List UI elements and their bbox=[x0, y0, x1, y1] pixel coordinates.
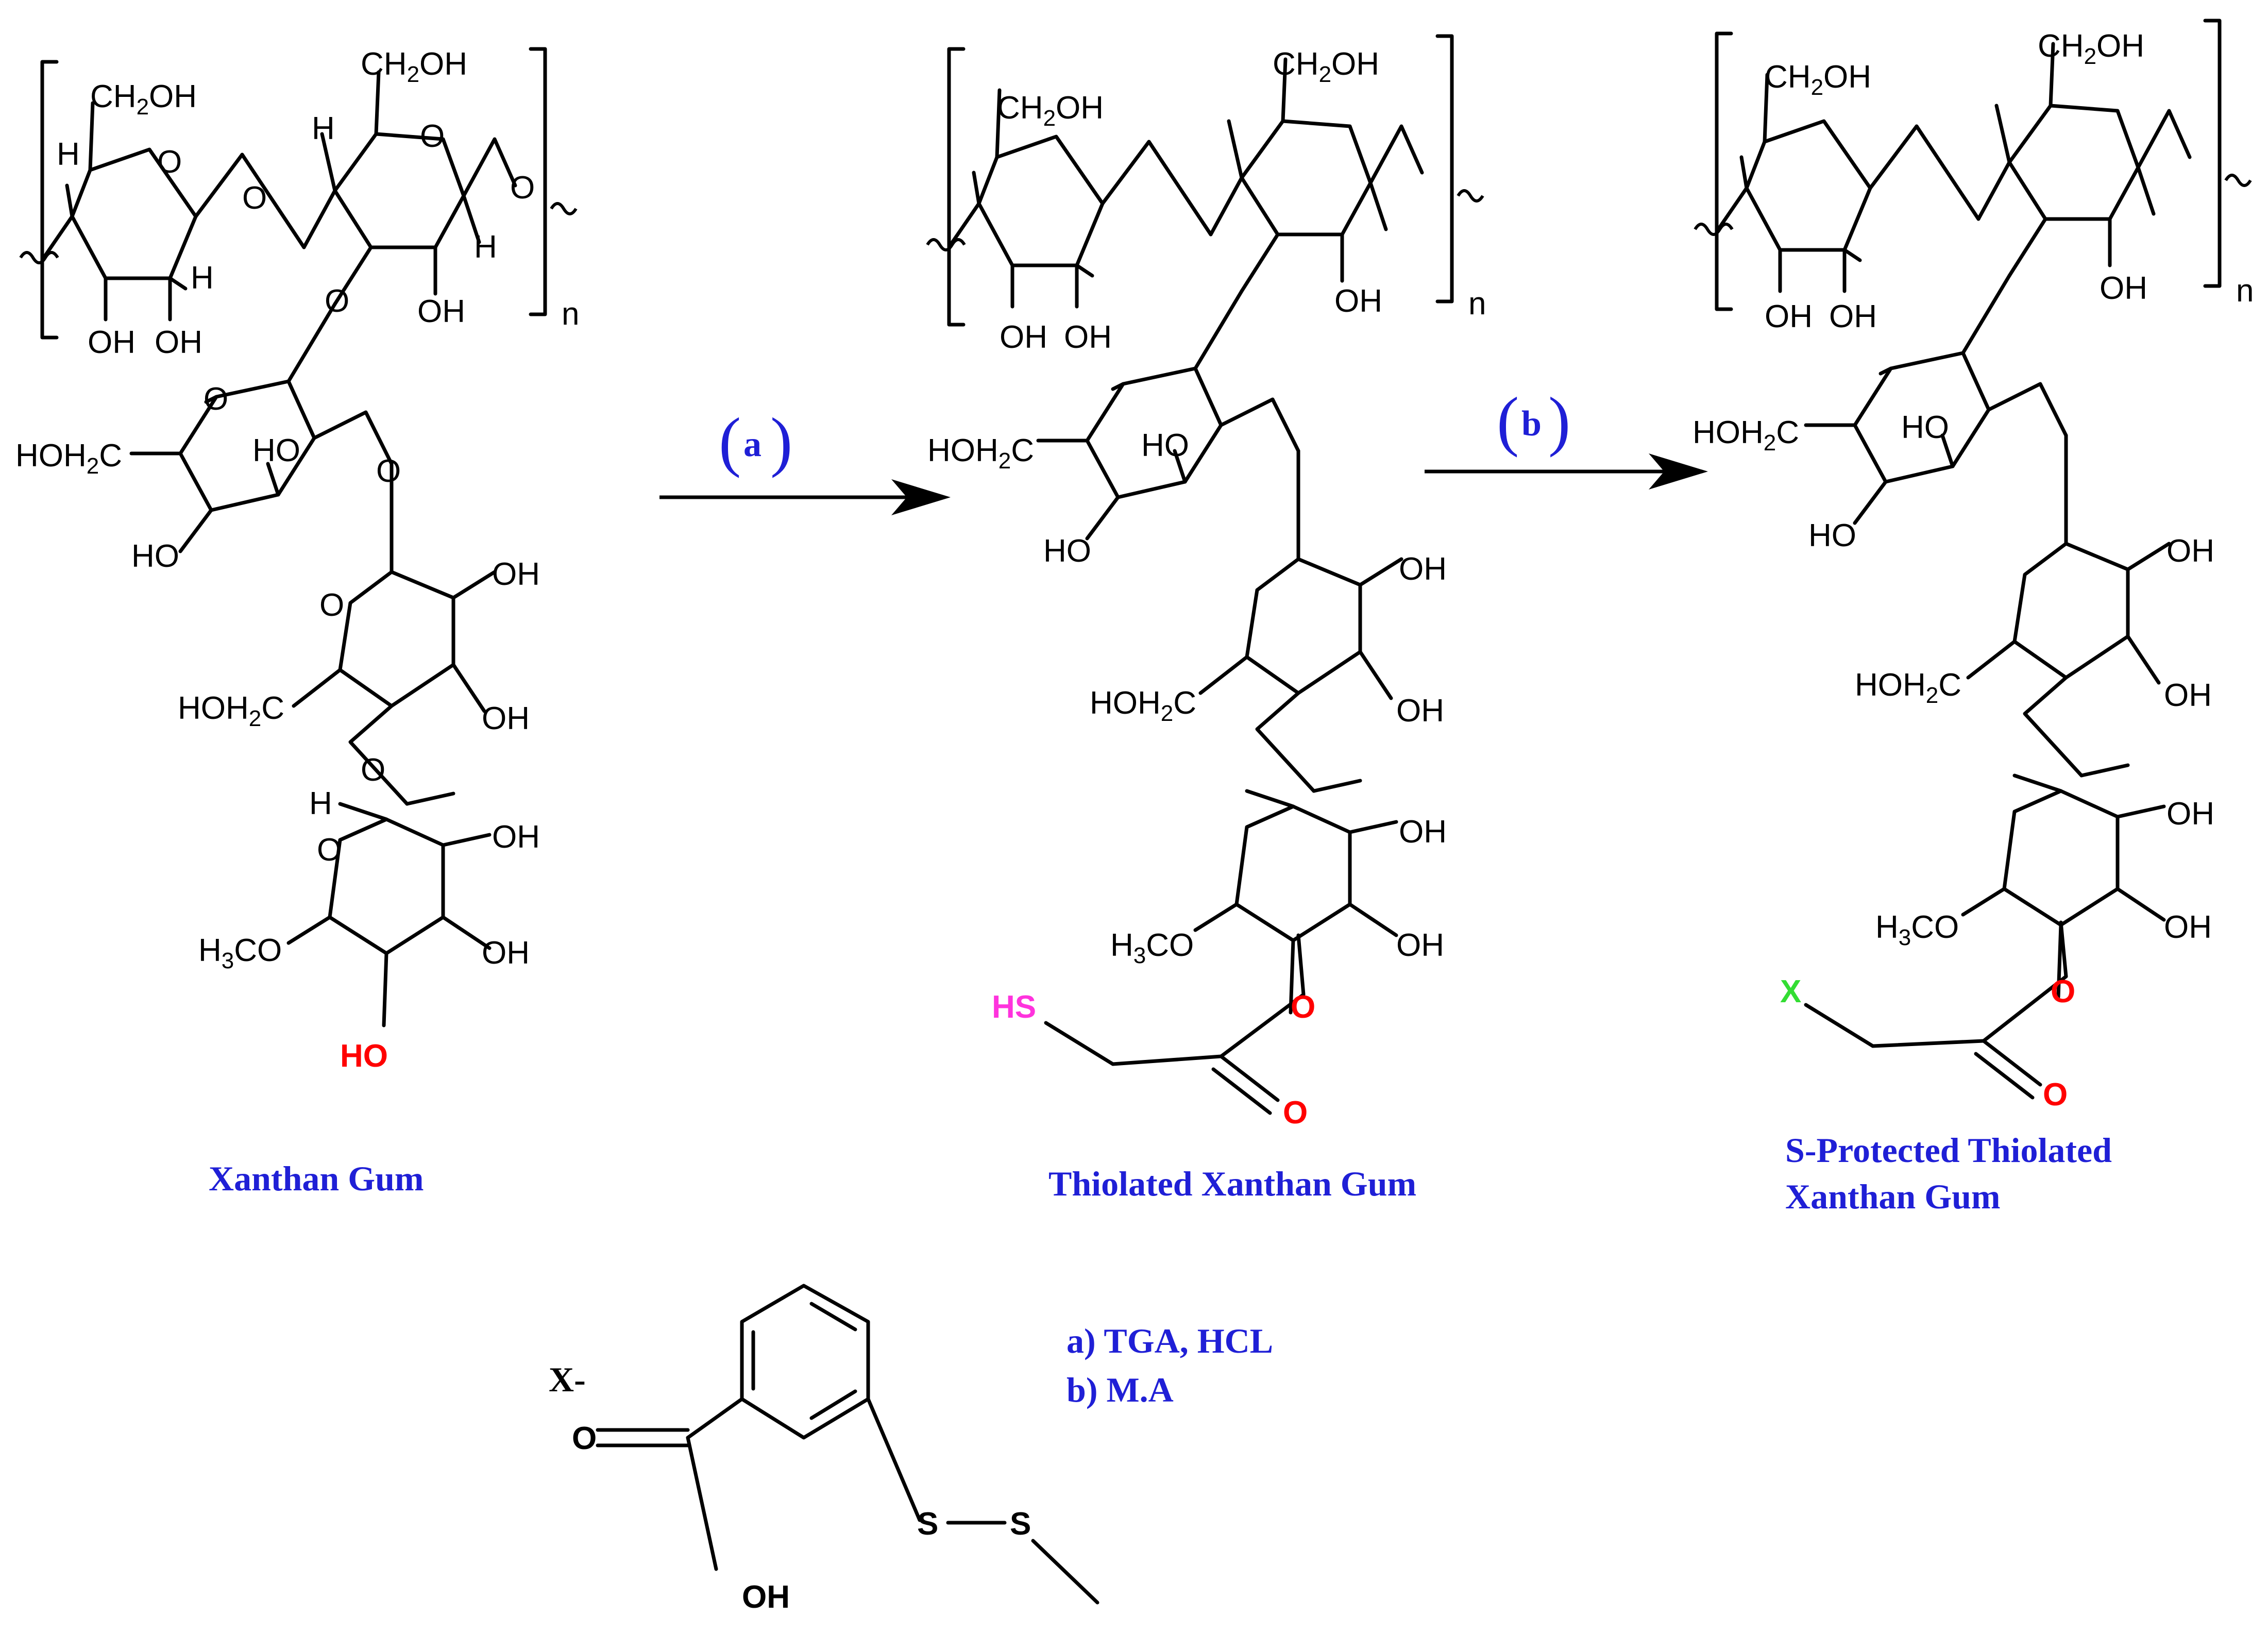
ring-oxygen-label: O bbox=[319, 587, 344, 623]
ch2oh-label: CH2OH bbox=[1273, 46, 1379, 87]
sulfur-2-label: S bbox=[1010, 1506, 1031, 1542]
hydroxyl-label: HO bbox=[1901, 410, 1949, 445]
arrow-b-label: b bbox=[1521, 404, 1542, 444]
linking-oxygen-label: O bbox=[376, 453, 401, 489]
hydroxyl-label: OH bbox=[492, 557, 540, 592]
x-definition-label: X- bbox=[549, 1360, 586, 1399]
hydroxyl-label: OH bbox=[1396, 928, 1444, 963]
hydroxyl-label: HO bbox=[131, 538, 179, 574]
hoh2c-label: HOH2C bbox=[15, 438, 122, 479]
linking-oxygen-label: O bbox=[325, 283, 349, 319]
carbonyl-oxygen-label: O bbox=[2043, 1077, 2068, 1113]
hydroxyl-label: OH bbox=[492, 819, 540, 855]
ch2oh-label: CH2OH bbox=[1765, 59, 1871, 100]
hydroxyl-label: OH bbox=[1399, 551, 1447, 587]
hydroxyl-label: OH bbox=[88, 325, 136, 360]
ring-oxygen-label: O bbox=[204, 381, 228, 417]
reactive-hydroxyl-label: HO bbox=[340, 1038, 388, 1074]
svg-text:(: ( bbox=[719, 405, 741, 479]
ch2oh-label: CH2OH bbox=[361, 46, 467, 87]
xanthan-gum-structure: CH2OH H O H OH OH O CH2OH H O H OH O n O… bbox=[15, 46, 579, 1198]
h-label: H bbox=[474, 229, 497, 265]
reaction-arrow-a: ( a ) bbox=[659, 405, 951, 515]
hydroxyl-label: OH bbox=[1399, 814, 1447, 850]
repeat-unit-n: n bbox=[2236, 273, 2254, 309]
ch2oh-label: CH2OH bbox=[997, 90, 1104, 131]
ester-oxygen-label: O bbox=[2051, 974, 2075, 1009]
ring-oxygen-label: O bbox=[420, 119, 445, 154]
hydroxyl-label: OH bbox=[2164, 678, 2212, 713]
svg-text:): ) bbox=[1548, 384, 1570, 458]
hydroxyl-label: HO bbox=[1808, 518, 1856, 553]
h-label: H bbox=[191, 260, 214, 296]
h-label: H bbox=[309, 786, 332, 821]
hydroxyl-label: HO bbox=[1043, 533, 1091, 569]
thiolated-xanthan-caption: Thiolated Xanthan Gum bbox=[1048, 1164, 1416, 1203]
hydroxyl-label: OH bbox=[1765, 299, 1813, 334]
h3co-label: H3CO bbox=[1110, 928, 1194, 968]
ch2oh-label: CH2OH bbox=[90, 79, 197, 120]
hoh2c-label: HOH2C bbox=[927, 433, 1034, 474]
repeat-unit-n: n bbox=[562, 296, 579, 332]
reagent-a: a) TGA, HCL bbox=[1067, 1321, 1273, 1360]
bridge-oxygen-label: O bbox=[242, 180, 267, 216]
reagents-legend: a) TGA, HCL b) M.A bbox=[1067, 1321, 1273, 1409]
hydroxyl-label: OH bbox=[1064, 319, 1112, 355]
hydroxyl-label: OH bbox=[482, 935, 530, 971]
arrow-a-label: a bbox=[743, 425, 761, 464]
sulfur-1-label: S bbox=[917, 1506, 938, 1542]
hydroxyl-label: OH bbox=[1334, 283, 1382, 319]
hydroxyl-label: OH bbox=[1396, 693, 1444, 729]
hydroxyl-label: OH bbox=[1829, 299, 1877, 334]
ring-oxygen-label: O bbox=[157, 144, 182, 180]
h3co-label: H3CO bbox=[198, 933, 282, 973]
acid-oh-label: OH bbox=[742, 1579, 790, 1615]
ester-oxygen-label: O bbox=[1291, 989, 1315, 1025]
h3co-label: H3CO bbox=[1875, 909, 1959, 950]
svg-text:): ) bbox=[770, 405, 792, 479]
repeat-unit-n: n bbox=[1468, 286, 1486, 322]
reagent-b: b) M.A bbox=[1067, 1370, 1174, 1409]
carbonyl-oxygen-label: O bbox=[1283, 1095, 1308, 1131]
reaction-arrow-b: ( b ) bbox=[1425, 384, 1708, 490]
h-label: H bbox=[312, 111, 335, 146]
acid-carbonyl-o-label: O bbox=[572, 1421, 597, 1456]
hydroxyl-label: OH bbox=[2167, 533, 2214, 569]
hydroxyl-label: HO bbox=[252, 433, 300, 468]
glycosidic-oxygen-label: O bbox=[510, 170, 535, 206]
hydroxyl-label: OH bbox=[1000, 319, 1047, 355]
svg-text:(: ( bbox=[1497, 384, 1519, 458]
ch2oh-label: CH2OH bbox=[2038, 28, 2144, 69]
thiol-group-label: HS bbox=[992, 989, 1036, 1025]
s-protected-caption-line2: Xanthan Gum bbox=[1785, 1177, 2001, 1216]
hydroxyl-label: OH bbox=[482, 701, 530, 736]
ring-oxygen-label: O bbox=[317, 832, 342, 868]
hydroxyl-label: OH bbox=[417, 294, 465, 329]
hydroxyl-label: OH bbox=[2164, 909, 2212, 945]
hoh2c-label: HOH2C bbox=[1692, 415, 1799, 456]
thiolated-xanthan-structure: CH2OH CH2OH n OH OH OH HOH2C HO HO OH OH… bbox=[927, 36, 1486, 1203]
h-label: H bbox=[57, 137, 80, 172]
s-protected-xanthan-structure: CH2OH CH2OH n OH OH OH HOH2C HO HO OH OH… bbox=[1692, 21, 2254, 1216]
x-group-definition: X- O OH S S bbox=[549, 1284, 1099, 1615]
hoh2c-label: HOH2C bbox=[178, 690, 284, 731]
hydroxyl-label: OH bbox=[2100, 271, 2147, 306]
hoh2c-label: HOH2C bbox=[1855, 667, 1961, 708]
hydroxyl-label: HO bbox=[1141, 428, 1189, 463]
hydroxyl-label: OH bbox=[2167, 796, 2214, 832]
s-protected-caption-line1: S-Protected Thiolated bbox=[1785, 1131, 2112, 1170]
linking-oxygen-label: O bbox=[361, 752, 385, 788]
hoh2c-label: HOH2C bbox=[1090, 685, 1196, 726]
xanthan-gum-caption: Xanthan Gum bbox=[209, 1159, 424, 1198]
hydroxyl-label: OH bbox=[155, 325, 202, 360]
protecting-group-x-label: X bbox=[1780, 974, 1801, 1009]
